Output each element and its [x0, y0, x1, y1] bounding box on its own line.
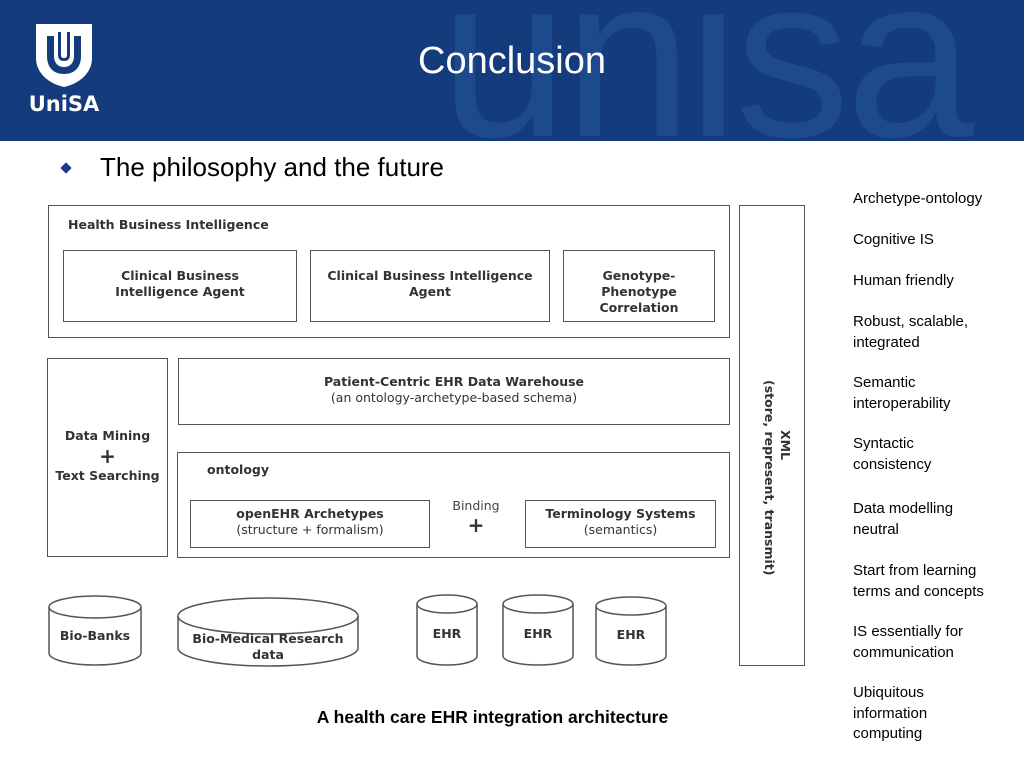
warehouse-label: Patient-Centric EHR Data Warehouse (an o…	[178, 374, 730, 406]
biobanks-label: Bio-Banks	[59, 628, 131, 643]
text-searching-label: Text Searching	[55, 468, 160, 483]
shield-icon	[36, 24, 92, 87]
data-mining-label: Data Mining	[64, 428, 151, 443]
list-item: Robust, scalable, integrated	[853, 313, 969, 351]
list-item: Start from learning terms and concepts	[853, 562, 984, 600]
openehr-subtitle: (structure + formalism)	[236, 522, 384, 537]
warehouse-title: Patient-Centric EHR Data Warehouse	[323, 374, 585, 389]
ehr-cylinder-3	[595, 596, 667, 666]
ehr-label-3: EHR	[616, 627, 646, 642]
xml-title: XML	[778, 429, 793, 461]
agent-box-1	[63, 250, 297, 322]
ehr-label-2: EHR	[523, 626, 553, 641]
genotype-label: Genotype-Phenotype Correlation	[599, 268, 679, 315]
bullet-text: The philosophy and the future	[100, 152, 445, 182]
ehr-cylinder-2	[502, 594, 574, 666]
diamond-bullet-icon	[60, 162, 72, 174]
slide-header: unisa UniSA Conclusion	[0, 0, 1024, 141]
terminology-box	[525, 500, 716, 548]
warehouse-box	[178, 358, 730, 425]
list-item: Cognitive IS	[853, 231, 934, 248]
list-item: Syntactic consistency	[853, 435, 932, 473]
ehr-label-1: EHR	[432, 626, 462, 641]
list-item: Semantic interoperability	[853, 374, 951, 412]
openehr-title: openEHR Archetypes	[236, 506, 384, 521]
biomedical-cylinder	[177, 597, 359, 667]
list-item: IS essentially for communication	[853, 623, 964, 661]
agent-label-1: Clinical Business Intelligence Agent	[115, 268, 245, 299]
warehouse-subtitle: (an ontology-archetype-based schema)	[330, 390, 578, 405]
health-bi-label: Health Business Intelligence	[68, 217, 269, 232]
xml-box	[739, 205, 805, 666]
openehr-box	[190, 500, 430, 548]
binding-plus: +	[467, 513, 485, 537]
biobanks-cylinder	[48, 595, 142, 666]
list-item: Data modelling neutral	[853, 500, 954, 538]
list-item: Ubiquitous information computing	[853, 684, 928, 742]
xml-label: XML (store, represent, transmit)	[753, 380, 793, 576]
terminology-title: Terminology Systems	[545, 506, 696, 521]
agent-box-2	[310, 250, 550, 322]
terminology-subtitle: (semantics)	[583, 522, 658, 537]
ontology-label: ontology	[207, 462, 270, 477]
slide-title: Conclusion	[418, 40, 606, 82]
terminology-label: Terminology Systems (semantics)	[525, 506, 716, 538]
openehr-label: openEHR Archetypes (structure + formalis…	[190, 506, 430, 538]
diagram-caption: A health care EHR integration architectu…	[316, 707, 669, 727]
xml-subtitle: (store, represent, transmit)	[762, 380, 777, 576]
list-item: Human friendly	[853, 272, 954, 289]
data-mining-box	[47, 358, 168, 557]
data-mining-plus: +	[99, 444, 116, 468]
unisa-logo: UniSA	[28, 22, 100, 122]
agent-label-2: Clinical Business Intelligence Agent	[327, 268, 533, 299]
ehr-cylinder-1	[416, 594, 478, 666]
list-item: Archetype-ontology	[853, 190, 983, 207]
watermark: unisa	[440, 0, 974, 141]
biomedical-label: Bio-Medical Research data	[192, 631, 344, 662]
logo-text: UniSA	[28, 92, 100, 116]
genotype-box	[563, 250, 715, 322]
binding-label: Binding	[452, 498, 500, 513]
